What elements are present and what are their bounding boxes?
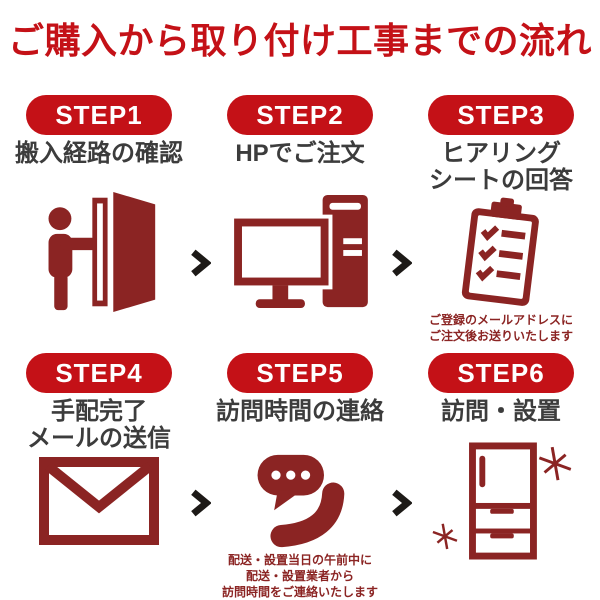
step2-iconbox <box>227 195 373 309</box>
step-6: STEP6 訪問・設置 <box>412 353 590 600</box>
door-enter-icon <box>48 192 156 313</box>
next-arrow-icon <box>191 489 211 517</box>
arrow-5-6 <box>389 353 412 600</box>
steps-row-2: STEP4 手配完了 メールの送信 STEP5 訪問時間の連絡 <box>0 353 600 600</box>
phone-contact-icon <box>257 454 345 548</box>
step5-iconbox <box>248 453 352 549</box>
step3-badge: STEP3 <box>428 95 574 136</box>
step3-note: ご登録のメールアドレスに ご注文後お送りいたします <box>428 313 573 344</box>
step5-badge: STEP5 <box>227 353 373 394</box>
step2-badge: STEP2 <box>227 95 373 136</box>
step1-iconbox <box>36 192 162 313</box>
step-5: STEP5 訪問時間の連絡 配送・設置当日の午前中に 配送・設置業者から 訪問時… <box>211 353 389 600</box>
steps-row-1: STEP1 搬入経路の確認 STEP2 HPでご注文 <box>0 95 600 345</box>
arrow-1-2 <box>188 95 211 345</box>
step3-label: ヒアリング シートの回答 <box>429 140 573 195</box>
desktop-computer-icon <box>230 195 368 309</box>
step-3: STEP3 ヒアリング シートの回答 <box>412 95 590 345</box>
sparkle-icon <box>432 523 458 550</box>
step1-badge: STEP1 <box>26 95 172 136</box>
page-title: ご購入から取り付け工事までの流れ <box>7 20 592 61</box>
arrow-2-3 <box>389 95 412 345</box>
next-arrow-icon <box>392 249 412 277</box>
sparkle-icon <box>538 446 572 481</box>
step6-badge: STEP6 <box>428 353 574 394</box>
arrow-4-5 <box>188 353 211 600</box>
step-2: STEP2 HPでご注文 <box>211 95 389 345</box>
refrigerator-icon <box>432 442 572 560</box>
step2-label: HPでご注文 <box>235 140 365 168</box>
step5-label: 訪問時間の連絡 <box>216 398 384 426</box>
step1-label: 搬入経路の確認 <box>15 140 183 168</box>
step4-badge: STEP4 <box>26 353 172 394</box>
next-arrow-icon <box>392 489 412 517</box>
step4-iconbox <box>39 453 159 549</box>
step6-label: 訪問・設置 <box>441 398 561 426</box>
step-1: STEP1 搬入経路の確認 <box>10 95 188 345</box>
checklist-clipboard-icon <box>461 197 539 307</box>
step5-note: 配送・設置当日の午前中に 配送・設置業者から 訪問時間をご連絡いたします <box>221 553 378 599</box>
envelope-icon <box>39 457 159 546</box>
step4-label: 手配完了 メールの送信 <box>27 398 171 452</box>
step-4: STEP4 手配完了 メールの送信 <box>10 353 188 600</box>
step3-iconbox <box>445 195 557 309</box>
step6-iconbox <box>428 442 574 560</box>
next-arrow-icon <box>191 249 211 277</box>
